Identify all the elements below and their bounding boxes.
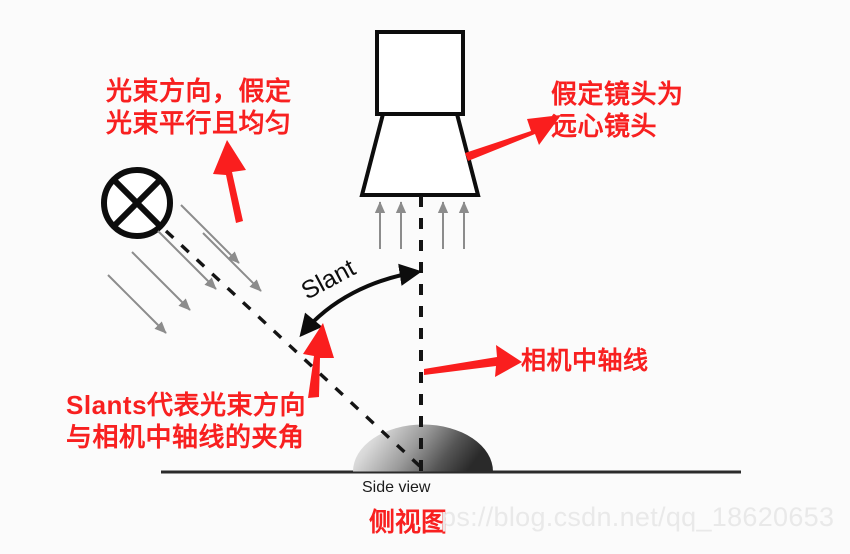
light-ray <box>131 251 191 311</box>
annotation-beam-direction: 光束方向，假定 光束平行且均匀 <box>106 76 292 138</box>
slants-definition-arrow <box>303 323 334 398</box>
annotation-telecentric-lens: 假定镜头为 远心镜头 <box>551 79 684 141</box>
label-side-view-english: Side view <box>362 479 431 496</box>
light-source-icon <box>101 167 173 239</box>
lens-ray-group <box>374 201 470 249</box>
slant-label: Slant <box>297 254 361 305</box>
light-ray <box>157 230 217 290</box>
light-ray-group <box>107 204 262 334</box>
watermark-text: ps://blog.csdn.net/qq_18620653 <box>441 502 835 532</box>
camera-axis-arrow <box>424 345 522 377</box>
beam-direction-arrow <box>213 140 246 223</box>
camera-body <box>375 30 465 116</box>
annotation-slants-definition: Slants代表光束方向 与相机中轴线的夹角 <box>66 390 307 452</box>
beam-axis-dashed-line <box>164 229 427 473</box>
light-ray <box>202 232 262 292</box>
label-side-view-chinese: 侧视图 <box>369 507 448 537</box>
slant-angle-arc <box>299 263 422 338</box>
light-ray <box>107 274 167 334</box>
telecentric-lens-arrow <box>465 115 561 161</box>
light-ray <box>180 204 240 264</box>
camera-lens <box>359 112 481 197</box>
annotation-camera-axis: 相机中轴线 <box>521 347 649 375</box>
